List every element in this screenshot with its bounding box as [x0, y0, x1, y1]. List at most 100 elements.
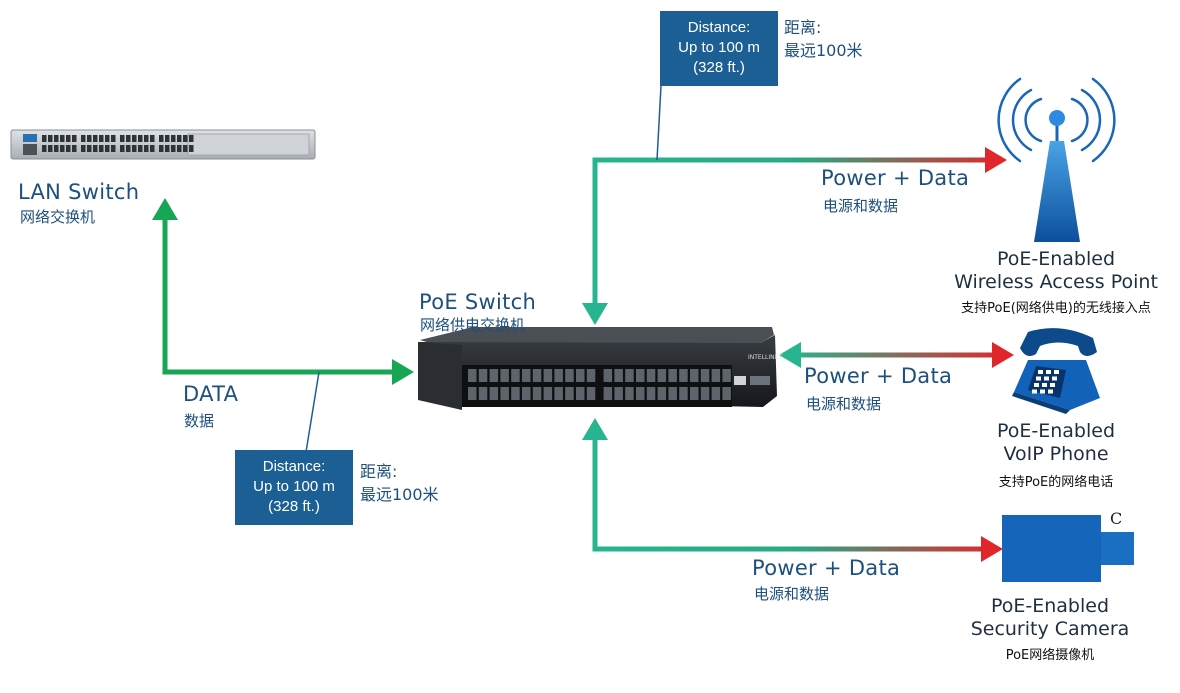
- poe-port: [603, 369, 613, 382]
- poe-port: [478, 387, 488, 400]
- voip-phone-title-line1: PoE-Enabled: [996, 420, 1116, 442]
- voip-phone-subtitle: 支持PoE的网络电话: [998, 475, 1114, 490]
- lan-port: [60, 135, 65, 142]
- keypad-keys: [1032, 370, 1059, 394]
- poe-port: [668, 369, 677, 382]
- lan-port: [138, 135, 143, 142]
- lan-port: [42, 145, 47, 152]
- lan-switch-subtitle: 网络交换机: [20, 208, 96, 226]
- arrow-right-camera: [981, 536, 1003, 562]
- distance-box-top: Distance: Up to 100 m (328 ft.): [660, 11, 778, 86]
- lan-port: [72, 145, 77, 152]
- poe-port: [511, 369, 520, 382]
- lan-port: [99, 145, 104, 152]
- lan-port: [60, 145, 65, 152]
- lan-port: [105, 135, 110, 142]
- poe-port: [636, 369, 645, 382]
- distance-line3: (328 ft.): [268, 498, 320, 515]
- phone-link: [779, 342, 1014, 368]
- poe-switch-title: PoE Switch: [419, 290, 537, 314]
- poe-port: [614, 387, 623, 400]
- lan-port: [159, 135, 164, 142]
- keypad-key: [1054, 370, 1059, 374]
- data-link: [152, 198, 414, 385]
- distance-zh-line1: 距离:: [360, 462, 398, 481]
- poe-port: [532, 387, 542, 400]
- poe-port: [543, 369, 553, 382]
- arrow-left-poe: [779, 342, 801, 368]
- lan-port: [105, 145, 110, 152]
- distance-zh-line2: 最远100米: [784, 41, 863, 60]
- arrow-up-poe: [582, 418, 608, 440]
- camera-link-sublabel: 电源和数据: [754, 585, 830, 603]
- poe-port: [614, 369, 623, 382]
- callout-line-bottom: [305, 371, 320, 453]
- lan-port: [144, 135, 149, 142]
- lan-port: [150, 145, 155, 152]
- poe-port: [722, 387, 731, 400]
- lan-port: [111, 135, 116, 142]
- poe-port: [690, 387, 699, 400]
- lan-port: [177, 135, 182, 142]
- poe-port: [646, 369, 656, 382]
- lan-port: [99, 135, 104, 142]
- data-link-sublabel: 数据: [184, 412, 215, 430]
- lan-port: [189, 135, 194, 142]
- lan-port: [66, 135, 71, 142]
- poe-port: [522, 387, 531, 400]
- lan-port: [165, 145, 170, 152]
- lan-port: [81, 135, 86, 142]
- distance-zh-bottom: 距离: 最远100米: [360, 460, 439, 506]
- camera-link: [582, 418, 1003, 562]
- poe-port: [636, 387, 645, 400]
- lan-port: [48, 135, 53, 142]
- lan-port: [183, 145, 188, 152]
- arrow-down-poe: [582, 303, 608, 325]
- lan-port: [138, 145, 143, 152]
- keypad-key: [1032, 389, 1037, 394]
- poe-switch-brand: INTELLINET: [748, 354, 782, 361]
- distance-zh-line2: 最远100米: [360, 485, 439, 504]
- lan-switch-title: LAN Switch: [18, 180, 140, 204]
- lan-port: [54, 145, 59, 152]
- poe-switch-ports: [468, 369, 731, 400]
- camera-title-line2: Security Camera: [970, 618, 1130, 640]
- lan-port: [132, 145, 137, 152]
- keypad-key: [1050, 383, 1055, 387]
- camera-lens-icon: [1101, 532, 1134, 565]
- camera-link-label: Power + Data: [752, 556, 901, 580]
- poe-port: [646, 387, 656, 400]
- poe-port: [532, 369, 542, 382]
- keypad-key: [1048, 389, 1053, 394]
- keypad-key: [1038, 370, 1043, 374]
- lan-port: [189, 145, 194, 152]
- poe-port: [603, 387, 613, 400]
- lan-port: [126, 135, 131, 142]
- lan-port: [48, 145, 53, 152]
- ap-link: [582, 147, 1007, 325]
- poe-port: [554, 387, 563, 400]
- poe-port: [679, 369, 688, 382]
- distance-box-bottom: Distance: Up to 100 m (328 ft.): [235, 450, 353, 525]
- lan-port: [171, 135, 176, 142]
- lan-port: [159, 145, 164, 152]
- distance-line1: Distance:: [262, 458, 326, 475]
- access-point-title: PoE-Enabled Wireless Access Point: [938, 248, 1174, 294]
- voip-phone-title: PoE-Enabled VoIP Phone: [960, 420, 1152, 466]
- poe-port: [489, 387, 499, 400]
- poe-switch-device: INTELLINET: [418, 327, 782, 410]
- poe-port: [586, 387, 596, 400]
- lan-port: [87, 135, 92, 142]
- lan-switch-device: [10, 129, 316, 160]
- lan-port: [177, 145, 182, 152]
- arrow-up-lan: [152, 198, 178, 220]
- lan-port: [171, 145, 176, 152]
- distance-line3: (328 ft.): [693, 59, 745, 76]
- poe-port: [700, 369, 710, 382]
- keypad-key: [1034, 383, 1039, 387]
- keypad-key: [1042, 383, 1047, 387]
- voip-phone-title-line2: VoIP Phone: [1003, 443, 1109, 465]
- access-point-device: [997, 77, 1116, 242]
- poe-port: [500, 387, 509, 400]
- poe-switch-subtitle: 网络供电交换机: [420, 316, 526, 334]
